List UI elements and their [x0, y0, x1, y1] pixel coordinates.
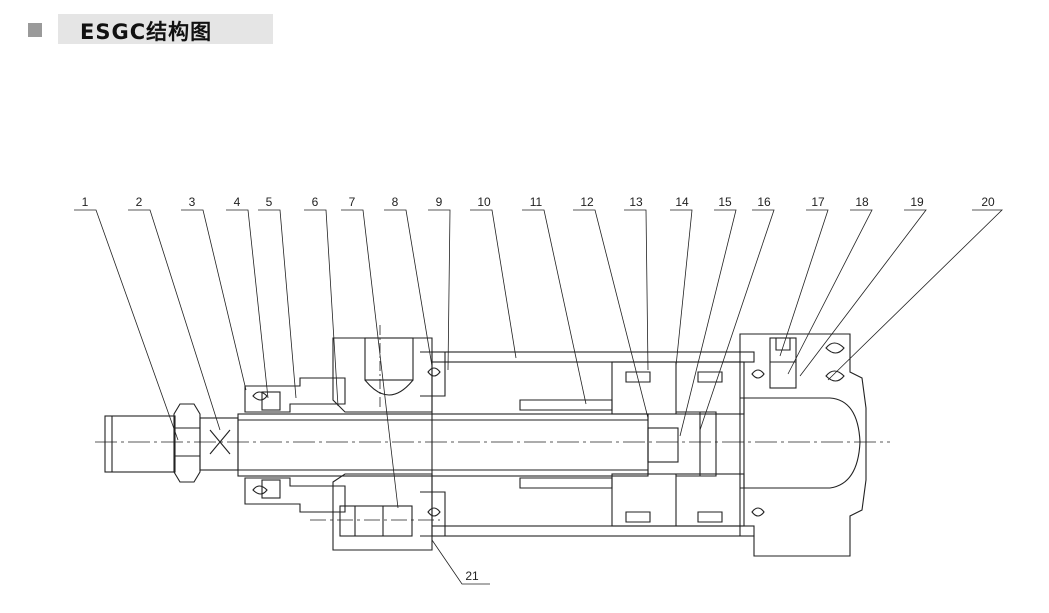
- callout-8: 8: [392, 195, 399, 209]
- callout-18: 18: [855, 195, 869, 209]
- rear-cover: [739, 333, 867, 557]
- air-port-top: [364, 379, 414, 396]
- callout-12: 12: [580, 195, 594, 209]
- callout-9: 9: [436, 195, 443, 209]
- callout-1: 1: [82, 195, 89, 209]
- callout-11: 11: [530, 195, 543, 209]
- cushion-spear: [676, 411, 717, 477]
- callout-13: 13: [629, 195, 643, 209]
- callout-20: 20: [981, 195, 995, 209]
- callout-21: 21: [465, 569, 479, 583]
- callout-5: 5: [266, 195, 273, 209]
- rod-thread: [104, 415, 176, 473]
- front-head-top: [332, 337, 433, 413]
- callout-6: 6: [312, 195, 319, 209]
- header-bullet-icon: [28, 23, 42, 37]
- barrel-bottom: [431, 525, 755, 537]
- callout-2: 2: [136, 195, 143, 209]
- callout-17: 17: [811, 195, 825, 209]
- front-cover-bottom: [244, 477, 346, 513]
- header-band: [58, 14, 273, 44]
- drawing-body: [95, 325, 890, 557]
- needle-valve: [769, 337, 797, 389]
- callout-3: 3: [189, 195, 196, 209]
- callout-19: 19: [910, 195, 924, 209]
- rear-cushion-bore: [740, 397, 861, 489]
- callout-7: 7: [349, 195, 356, 209]
- callout-15: 15: [718, 195, 732, 209]
- callout-16: 16: [757, 195, 771, 209]
- piston-rod: [237, 413, 649, 477]
- piston-bottom: [611, 473, 745, 527]
- cushion-sleeve-top: [519, 399, 613, 411]
- front-cover-top: [244, 377, 346, 413]
- callout-10: 10: [477, 195, 491, 209]
- cushion-sleeve-bottom: [519, 477, 613, 489]
- callout-4: 4: [234, 195, 241, 209]
- piston-top: [611, 361, 745, 415]
- leader-lines: [74, 209, 1003, 585]
- rod-flat-mark: [209, 429, 231, 455]
- callout-14: 14: [675, 195, 689, 209]
- barrel-top: [431, 351, 755, 363]
- callout-labels: 1 2 3 4 5 6 7 8 9 10 11 12 13 14 15 16 1…: [82, 195, 995, 583]
- hex-nut: [173, 403, 201, 483]
- page-title: ESGC结构图: [80, 20, 213, 44]
